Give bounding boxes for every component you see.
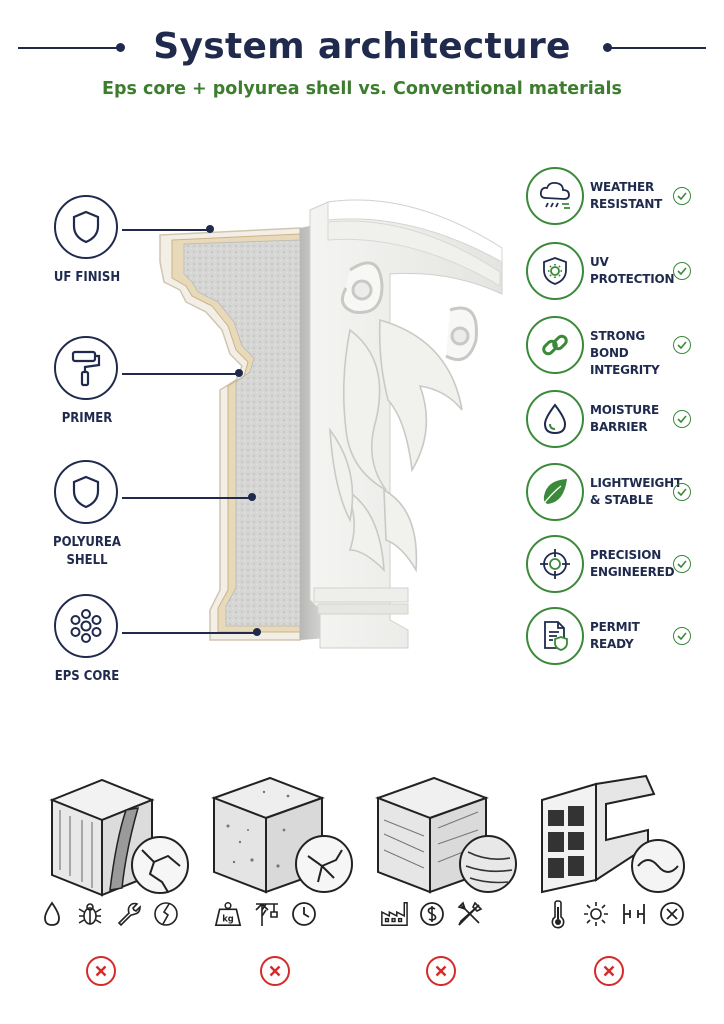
layer-icon-circle xyxy=(54,594,118,658)
sun-icon xyxy=(582,900,610,928)
red-x-icon xyxy=(269,965,281,977)
feature-icon-circle xyxy=(526,167,584,225)
check-icon xyxy=(673,410,691,428)
wrench-icon xyxy=(114,900,142,928)
material-pvc-profile xyxy=(541,774,685,894)
thermometer-icon xyxy=(544,900,572,929)
check-icon xyxy=(673,483,691,501)
layer-label: UF FINISH xyxy=(53,270,121,285)
x-circle-icon xyxy=(658,900,686,928)
layer-icon-circle xyxy=(54,336,118,400)
title-rule-left xyxy=(18,47,118,49)
feature-icon-circle xyxy=(526,390,584,448)
x-mark-concrete xyxy=(260,956,290,986)
feature-icon-circle xyxy=(526,463,584,521)
tools-icon xyxy=(456,900,484,928)
gap-icon xyxy=(620,900,648,928)
leader-line-polyurea xyxy=(122,497,252,499)
leader-dot-polyurea xyxy=(248,493,256,501)
title-rule-right xyxy=(610,47,706,49)
factory-icon xyxy=(380,900,408,928)
feature-icon-circle xyxy=(526,535,584,593)
water-drop-icon xyxy=(543,403,567,435)
feature-icon-circle xyxy=(526,316,584,374)
check-icon xyxy=(673,187,691,205)
x-mark-stone xyxy=(426,956,456,986)
wood-issue-icons xyxy=(38,900,180,932)
check-icon xyxy=(673,336,691,354)
red-x-icon xyxy=(95,965,107,977)
leader-dot-uf-finish xyxy=(206,225,214,233)
crane-icon xyxy=(252,900,280,928)
title-row: System architecture xyxy=(0,22,724,72)
stone-issue-icons xyxy=(380,900,484,932)
x-mark-wood xyxy=(86,956,116,986)
shield-icon xyxy=(72,475,100,509)
leader-line-primer xyxy=(122,373,238,375)
red-x-icon xyxy=(435,965,447,977)
section-eps-core xyxy=(183,239,301,627)
paint-roller-icon xyxy=(71,350,101,387)
layer-label: EPS CORE xyxy=(54,669,120,684)
crack-icon xyxy=(152,900,180,928)
concrete-issue-icons: kg xyxy=(214,900,318,932)
check-icon xyxy=(673,262,691,280)
material-wood-block xyxy=(49,778,189,897)
feature-icon-circle xyxy=(526,242,584,300)
corbel-crown-molding xyxy=(327,199,503,263)
red-x-icon xyxy=(603,965,615,977)
title-dot-left xyxy=(116,43,125,52)
weather-cloud-icon xyxy=(539,181,570,209)
shield-icon xyxy=(72,210,100,244)
beads-icon xyxy=(70,609,102,643)
material-concrete-block xyxy=(211,776,353,894)
feature-label: LIGHTWEIGHT& STABLE xyxy=(590,476,682,507)
title-dot-right xyxy=(603,43,612,52)
feature-lightweight-stable: LIGHTWEIGHT& STABLE xyxy=(526,463,706,525)
leaf-icon xyxy=(541,479,567,507)
check-icon xyxy=(673,555,691,573)
check-icon xyxy=(673,627,691,645)
material-stone-block xyxy=(375,776,517,894)
clock-icon xyxy=(290,900,318,928)
leader-line-eps-core xyxy=(122,632,258,634)
layer-label: PRIMER xyxy=(61,411,113,426)
uv-sun-shield-icon xyxy=(543,257,567,285)
page-subtitle: Eps core + polyurea shell vs. Convention… xyxy=(102,79,622,99)
page-title: System architecture xyxy=(153,26,571,67)
weight-kg-icon: kg xyxy=(214,900,242,928)
dollar-icon xyxy=(418,900,446,928)
pvc-issue-icons xyxy=(544,900,686,932)
svg-text:kg: kg xyxy=(222,913,234,923)
water-drop-icon xyxy=(38,900,66,928)
layer-icon-circle xyxy=(54,460,118,524)
corbel-scroll-ornament xyxy=(340,261,478,361)
crosshair-target-icon xyxy=(540,549,570,579)
leader-dot-primer xyxy=(235,369,243,377)
bug-icon xyxy=(76,900,104,928)
leader-line-uf-finish xyxy=(122,229,210,231)
document-shield-icon xyxy=(544,621,568,651)
layer-icon-circle xyxy=(54,195,118,259)
feature-icon-circle xyxy=(526,607,584,665)
corbel-acanthus-leaves xyxy=(329,318,463,573)
x-mark-pvc xyxy=(594,956,624,986)
corbel-illustration xyxy=(159,199,503,649)
leader-dot-eps-core xyxy=(253,628,261,636)
chain-link-icon xyxy=(542,334,568,356)
